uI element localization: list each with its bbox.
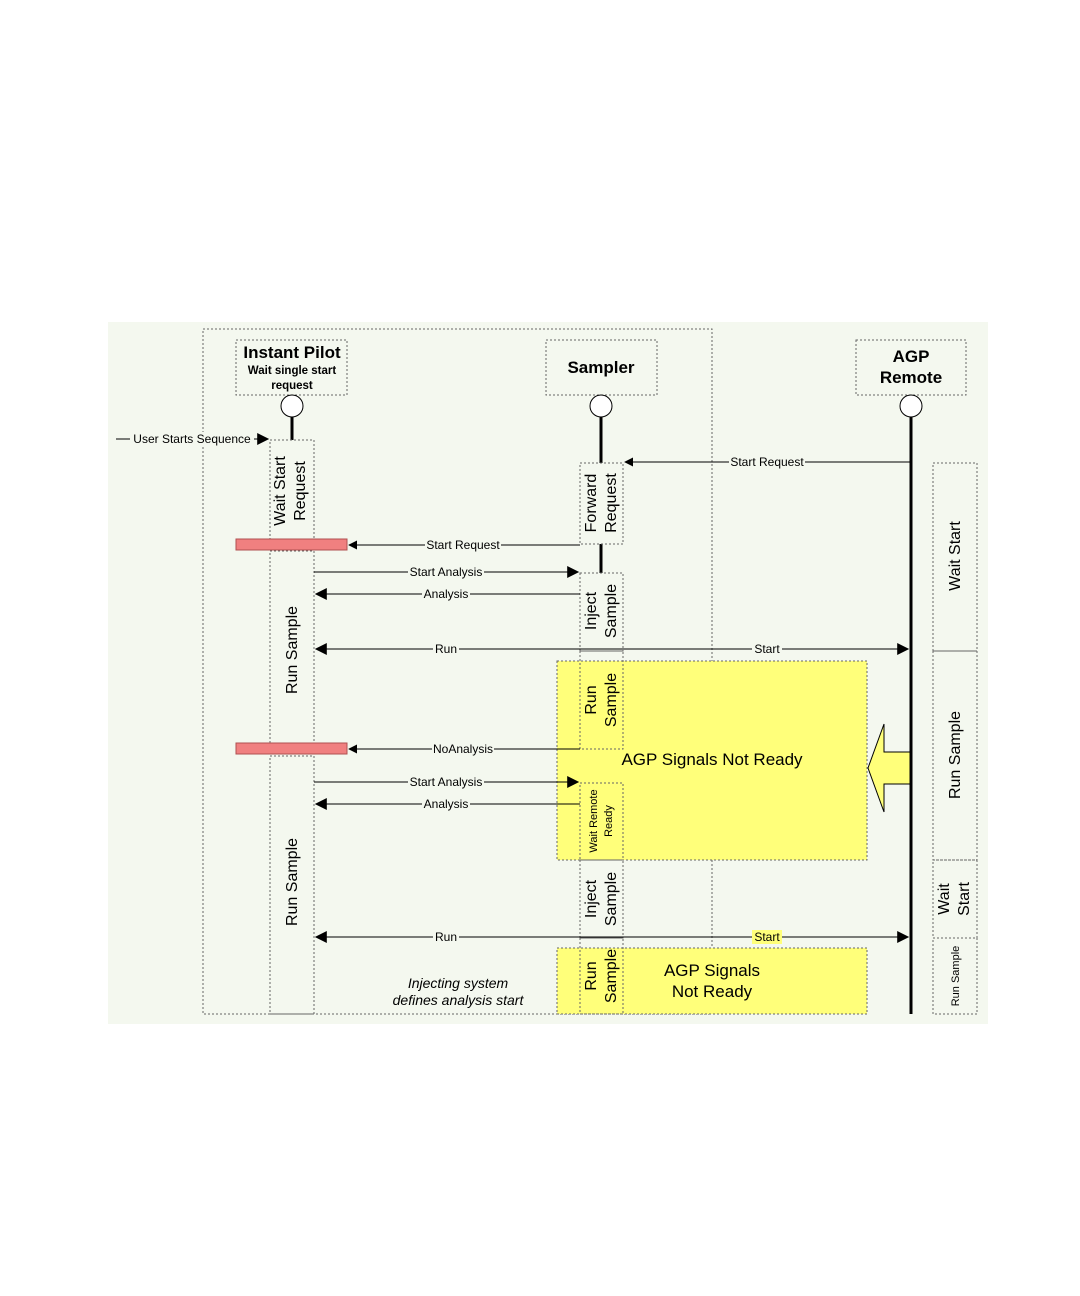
message-no-analysis: NoAnalysis <box>348 742 580 756</box>
svg-text:Sample: Sample <box>603 584 620 638</box>
activation-s-forward-request: Forward Request <box>579 462 624 545</box>
svg-text:Instant Pilot: Instant Pilot <box>243 343 341 362</box>
svg-text:Analysis: Analysis <box>424 797 469 811</box>
svg-text:Request: Request <box>603 473 620 533</box>
message-analysis-1: Analysis <box>314 587 580 601</box>
svg-text:Remote: Remote <box>880 368 942 387</box>
message-start-request-2: Start Request <box>348 538 580 552</box>
agp-signal-arrow <box>867 723 912 813</box>
note-injecting-system-line2: defines analysis start <box>393 992 525 1008</box>
svg-text:Sample: Sample <box>603 673 620 727</box>
svg-text:Start: Start <box>754 930 780 944</box>
activation-ip-wait-start-request: Wait Start Request <box>269 439 315 545</box>
message-start-request-1: Start Request <box>624 455 910 469</box>
svg-text:Analysis: Analysis <box>424 587 469 601</box>
svg-text:Run Sample: Run Sample <box>947 711 964 799</box>
svg-text:Run: Run <box>435 930 457 944</box>
svg-text:Inject: Inject <box>583 591 600 630</box>
svg-text:Start Analysis: Start Analysis <box>410 565 483 579</box>
svg-text:Request: Request <box>292 461 309 521</box>
sampler-system-boundary <box>202 328 713 1015</box>
lifeline-head-agp-remote <box>899 394 923 418</box>
activation-ip-run-sample-2: Run Sample <box>269 755 315 1015</box>
participant-agp-remote: AGP Remote <box>855 339 967 396</box>
svg-text:Start Request: Start Request <box>730 455 804 469</box>
activation-agp-wait-start-2: Wait Start <box>932 859 978 939</box>
svg-text:Wait Start: Wait Start <box>947 521 964 591</box>
svg-text:Inject: Inject <box>583 879 600 918</box>
activation-agp-run-sample-2: Run Sample <box>932 937 978 1015</box>
lifeline-head-instant-pilot <box>280 394 304 418</box>
red-bar-1 <box>235 538 348 551</box>
svg-text:Sample: Sample <box>603 949 620 1003</box>
message-user-starts-sequence: User Starts Sequence <box>116 432 270 446</box>
message-run-start-2: Run Start <box>314 930 910 944</box>
svg-text:AGP: AGP <box>893 347 930 366</box>
svg-text:Wait single start: Wait single start <box>248 365 337 377</box>
svg-text:request: request <box>271 380 313 392</box>
svg-text:User Starts Sequence: User Starts Sequence <box>133 432 251 446</box>
svg-text:Start Analysis: Start Analysis <box>410 775 483 789</box>
red-bar-2 <box>235 742 348 755</box>
message-run-start-1: Run Start <box>314 642 910 656</box>
svg-text:Sampler: Sampler <box>567 358 634 377</box>
activation-s-inject-sample-2: Inject Sample <box>579 859 624 939</box>
svg-text:Start Request: Start Request <box>426 538 500 552</box>
agp-not-ready-region-2 <box>556 947 868 1015</box>
svg-text:Start: Start <box>956 882 973 916</box>
activation-s-inject-sample-1: Inject Sample <box>579 572 624 652</box>
message-analysis-2: Analysis <box>314 797 580 811</box>
svg-text:Wait Remote: Wait Remote <box>588 789 600 852</box>
svg-text:Ready: Ready <box>603 805 615 837</box>
activation-agp-run-sample-1: Run Sample <box>932 650 978 861</box>
svg-text:Run Sample: Run Sample <box>284 606 301 694</box>
svg-text:Wait: Wait <box>936 883 953 915</box>
note-injecting-system-line1: Injecting system <box>408 975 509 991</box>
svg-text:Run: Run <box>583 685 600 714</box>
svg-text:Run: Run <box>435 642 457 656</box>
svg-text:Run: Run <box>583 961 600 990</box>
region-label-agp-not-ready-1: AGP Signals Not Ready <box>621 750 803 769</box>
region-label-agp-not-ready-2-line2: Not Ready <box>672 982 753 1001</box>
svg-text:Sample: Sample <box>603 872 620 926</box>
message-start-analysis-2: Start Analysis <box>314 775 580 789</box>
svg-text:Forward: Forward <box>583 474 600 533</box>
svg-text:Start: Start <box>754 642 780 656</box>
message-start-analysis-1: Start Analysis <box>314 565 580 579</box>
region-label-agp-not-ready-2-line1: AGP Signals <box>664 961 760 980</box>
svg-text:NoAnalysis: NoAnalysis <box>433 742 493 756</box>
svg-text:Wait Start: Wait Start <box>272 456 289 526</box>
lifeline-head-sampler <box>589 394 613 418</box>
agp-not-ready-region-1 <box>556 660 868 861</box>
svg-text:Run Sample: Run Sample <box>284 838 301 926</box>
svg-text:Run Sample: Run Sample <box>950 946 962 1007</box>
